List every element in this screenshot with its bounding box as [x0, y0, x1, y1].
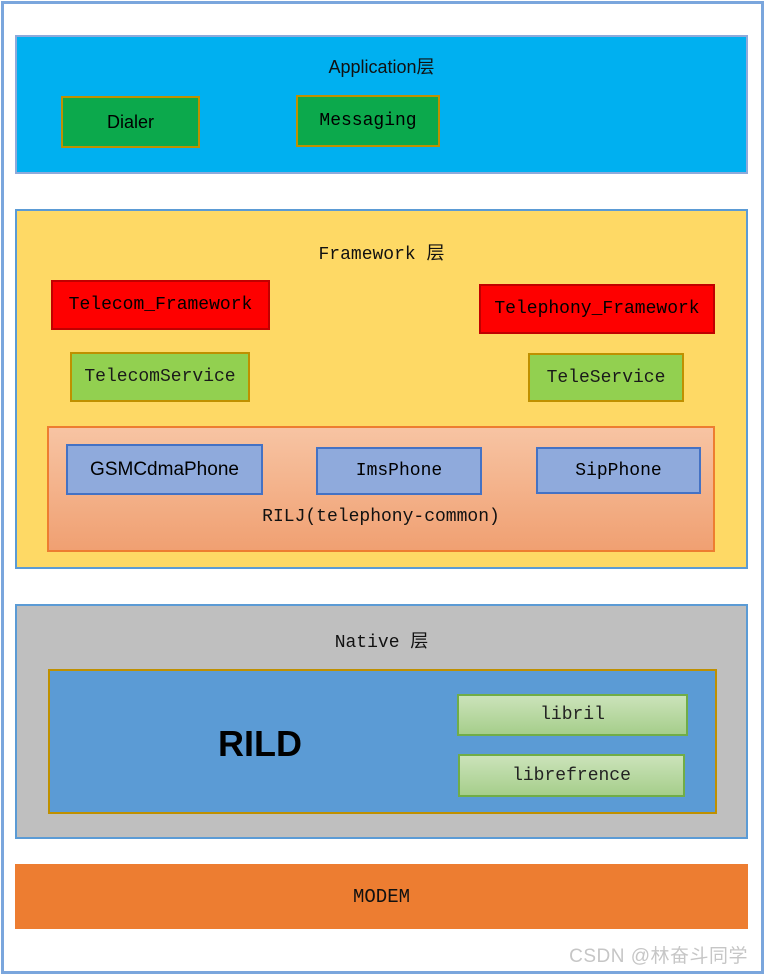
application-layer-title: Application层 — [328, 57, 435, 77]
libril-box: libril — [457, 694, 688, 736]
librefrence-label: librefrence — [512, 765, 631, 786]
rilj-group-box: GSMCdmaPhone ImsPhone SipPhone RILJ(tele… — [47, 426, 715, 552]
messaging-box: Messaging — [296, 95, 440, 147]
rilj-telephony-common-label: RILJ(telephony-common) — [262, 507, 500, 527]
libril-label: libril — [540, 705, 605, 725]
librefrence-box: librefrence — [458, 754, 685, 797]
telephony-framework-label: Telephony_Framework — [494, 299, 700, 319]
telecom-framework-label: Telecom_Framework — [68, 295, 253, 315]
gsm-cdma-phone-label: GSMCdmaPhone — [90, 458, 239, 480]
rild-label: RILD — [218, 723, 302, 764]
gsm-cdma-phone-box: GSMCdmaPhone — [66, 444, 263, 495]
modem-box: MODEM — [15, 864, 748, 929]
rild-box: RILD libril librefrence — [48, 669, 717, 814]
native-layer-title: Native 层 — [334, 633, 429, 653]
native-layer-box: Native 层 RILD libril librefrence — [15, 604, 748, 839]
ims-phone-box: ImsPhone — [316, 447, 482, 495]
csdn-watermark: CSDN @林奋斗同学 — [569, 946, 748, 967]
sip-phone-box: SipPhone — [536, 447, 701, 494]
framework-layer-box: Framework 层 Telecom_Framework Telephony_… — [15, 209, 748, 569]
dialer-box: Dialer — [61, 96, 200, 148]
modem-label: MODEM — [352, 885, 410, 908]
telecom-service-label: TelecomService — [84, 367, 236, 387]
sip-phone-label: SipPhone — [575, 460, 662, 481]
tele-service-label: TeleService — [546, 367, 666, 388]
messaging-label: Messaging — [319, 111, 417, 131]
telephony-framework-box: Telephony_Framework — [479, 284, 715, 334]
telecom-framework-box: Telecom_Framework — [51, 280, 270, 330]
application-layer-box: Application层 Dialer Messaging — [15, 35, 748, 174]
dialer-label: Dialer — [106, 111, 154, 132]
telecom-service-box: TelecomService — [70, 352, 250, 402]
tele-service-box: TeleService — [528, 353, 684, 402]
framework-layer-title: Framework 层 — [318, 245, 445, 265]
ims-phone-label: ImsPhone — [355, 461, 443, 481]
